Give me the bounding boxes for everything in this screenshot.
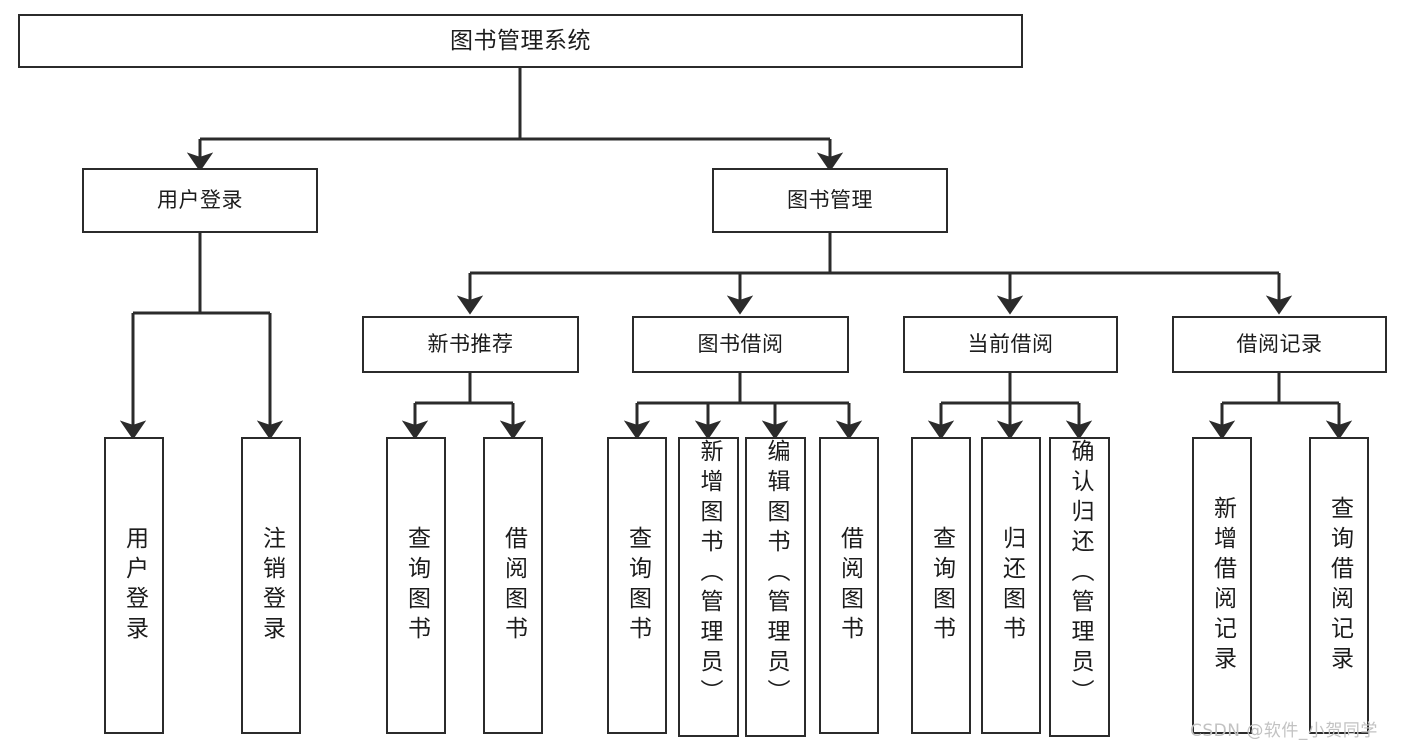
node-leaf-logout-login[interactable]: 注销登录 — [241, 437, 301, 734]
node-leaf-borrow-book-rec[interactable]: 借阅图书 — [483, 437, 543, 734]
node-user-login-label: 用户登录 — [157, 187, 243, 212]
node-leaf-logout-login-label: 注销登录 — [258, 525, 285, 646]
node-leaf-query-book-borrow[interactable]: 查询图书 — [607, 437, 667, 734]
node-leaf-edit-book[interactable]: 编辑图书（管理员） — [745, 437, 806, 737]
csdn-watermark: CSDN @软件_小贺同学 — [1190, 721, 1378, 741]
node-book-borrow[interactable]: 图书借阅 — [632, 316, 849, 373]
node-current-borrow-label: 当前借阅 — [967, 331, 1054, 356]
node-leaf-edit-book-label: 编辑图书（管理员） — [763, 439, 789, 709]
node-leaf-query-borrow-record[interactable]: 查询借阅记录 — [1309, 437, 1369, 734]
node-new-book-recommend[interactable]: 新书推荐 — [362, 316, 579, 373]
node-leaf-confirm-return[interactable]: 确认归还（管理员） — [1049, 437, 1110, 737]
node-leaf-query-book-borrow-label: 查询图书 — [624, 525, 651, 646]
node-leaf-query-book-rec-label: 查询图书 — [403, 525, 430, 646]
node-leaf-query-book-current-label: 查询图书 — [928, 525, 955, 646]
node-leaf-borrow-book-borrow-label: 借阅图书 — [836, 525, 863, 646]
node-root[interactable]: 图书管理系统 — [18, 14, 1023, 68]
node-book-manage[interactable]: 图书管理 — [712, 168, 948, 233]
node-leaf-query-book-rec[interactable]: 查询图书 — [386, 437, 446, 734]
node-borrow-record-label: 借阅记录 — [1236, 331, 1323, 356]
node-leaf-query-book-current[interactable]: 查询图书 — [911, 437, 971, 734]
node-leaf-add-borrow-record-label: 新增借阅记录 — [1209, 495, 1236, 676]
node-new-book-recommend-label: 新书推荐 — [427, 331, 514, 356]
node-leaf-confirm-return-label: 确认归还（管理员） — [1067, 439, 1093, 709]
node-user-login[interactable]: 用户登录 — [82, 168, 318, 233]
node-root-label: 图书管理系统 — [450, 27, 591, 54]
node-book-borrow-label: 图书借阅 — [697, 331, 784, 356]
node-leaf-user-login[interactable]: 用户登录 — [104, 437, 164, 734]
node-leaf-return-book-label: 归还图书 — [998, 525, 1025, 646]
node-current-borrow[interactable]: 当前借阅 — [903, 316, 1118, 373]
node-book-manage-label: 图书管理 — [787, 187, 873, 212]
node-leaf-add-book[interactable]: 新增图书（管理员） — [678, 437, 739, 737]
node-leaf-return-book[interactable]: 归还图书 — [981, 437, 1041, 734]
node-leaf-borrow-book-borrow[interactable]: 借阅图书 — [819, 437, 879, 734]
node-leaf-user-login-label: 用户登录 — [121, 525, 148, 646]
node-leaf-add-book-label: 新增图书（管理员） — [696, 439, 722, 709]
node-leaf-borrow-book-rec-label: 借阅图书 — [500, 525, 527, 646]
node-leaf-add-borrow-record[interactable]: 新增借阅记录 — [1192, 437, 1252, 734]
node-borrow-record[interactable]: 借阅记录 — [1172, 316, 1387, 373]
node-leaf-query-borrow-record-label: 查询借阅记录 — [1326, 495, 1353, 676]
